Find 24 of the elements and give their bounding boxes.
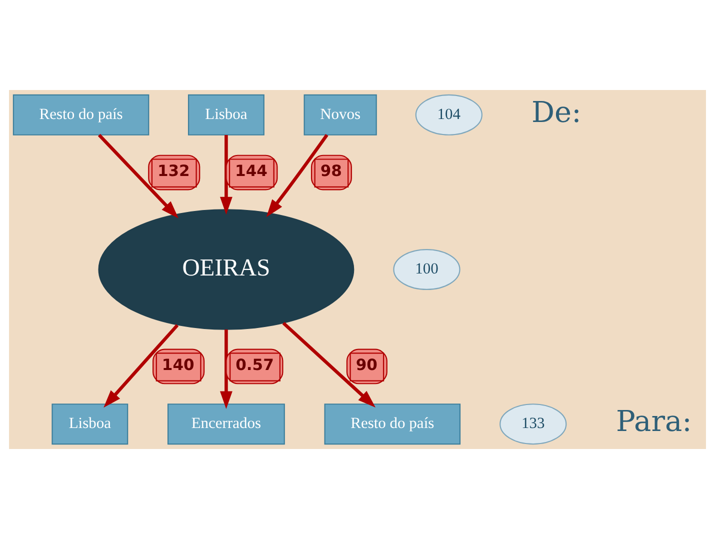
edge-label: 0.57 — [235, 356, 274, 374]
label: De: — [530, 94, 581, 129]
edge-label: 98 — [320, 162, 342, 180]
edge-label: 144 — [234, 162, 267, 180]
label: Para: — [615, 404, 692, 438]
edge-label: 90 — [355, 356, 377, 374]
edge-label: 140 — [161, 356, 194, 374]
node-ellipse: 133 — [499, 404, 566, 445]
node-box: Lisboa — [187, 94, 264, 136]
arrow — [219, 135, 232, 215]
arrow — [103, 324, 178, 408]
arrow — [266, 134, 328, 218]
node-box: Novos — [303, 94, 376, 136]
node-ellipse: OEIRAS — [98, 209, 354, 330]
arrow — [97, 134, 178, 218]
node-ellipse: 104 — [414, 94, 482, 136]
edge-label: 132 — [157, 162, 190, 180]
node-box: Resto do país — [324, 404, 460, 445]
arrow — [282, 322, 376, 408]
node-box: Lisboa — [51, 404, 128, 445]
node-ellipse: 100 — [392, 249, 460, 290]
arrow — [219, 330, 232, 410]
node-box: Encerrados — [166, 404, 284, 445]
node-box: Resto do país — [12, 94, 149, 136]
